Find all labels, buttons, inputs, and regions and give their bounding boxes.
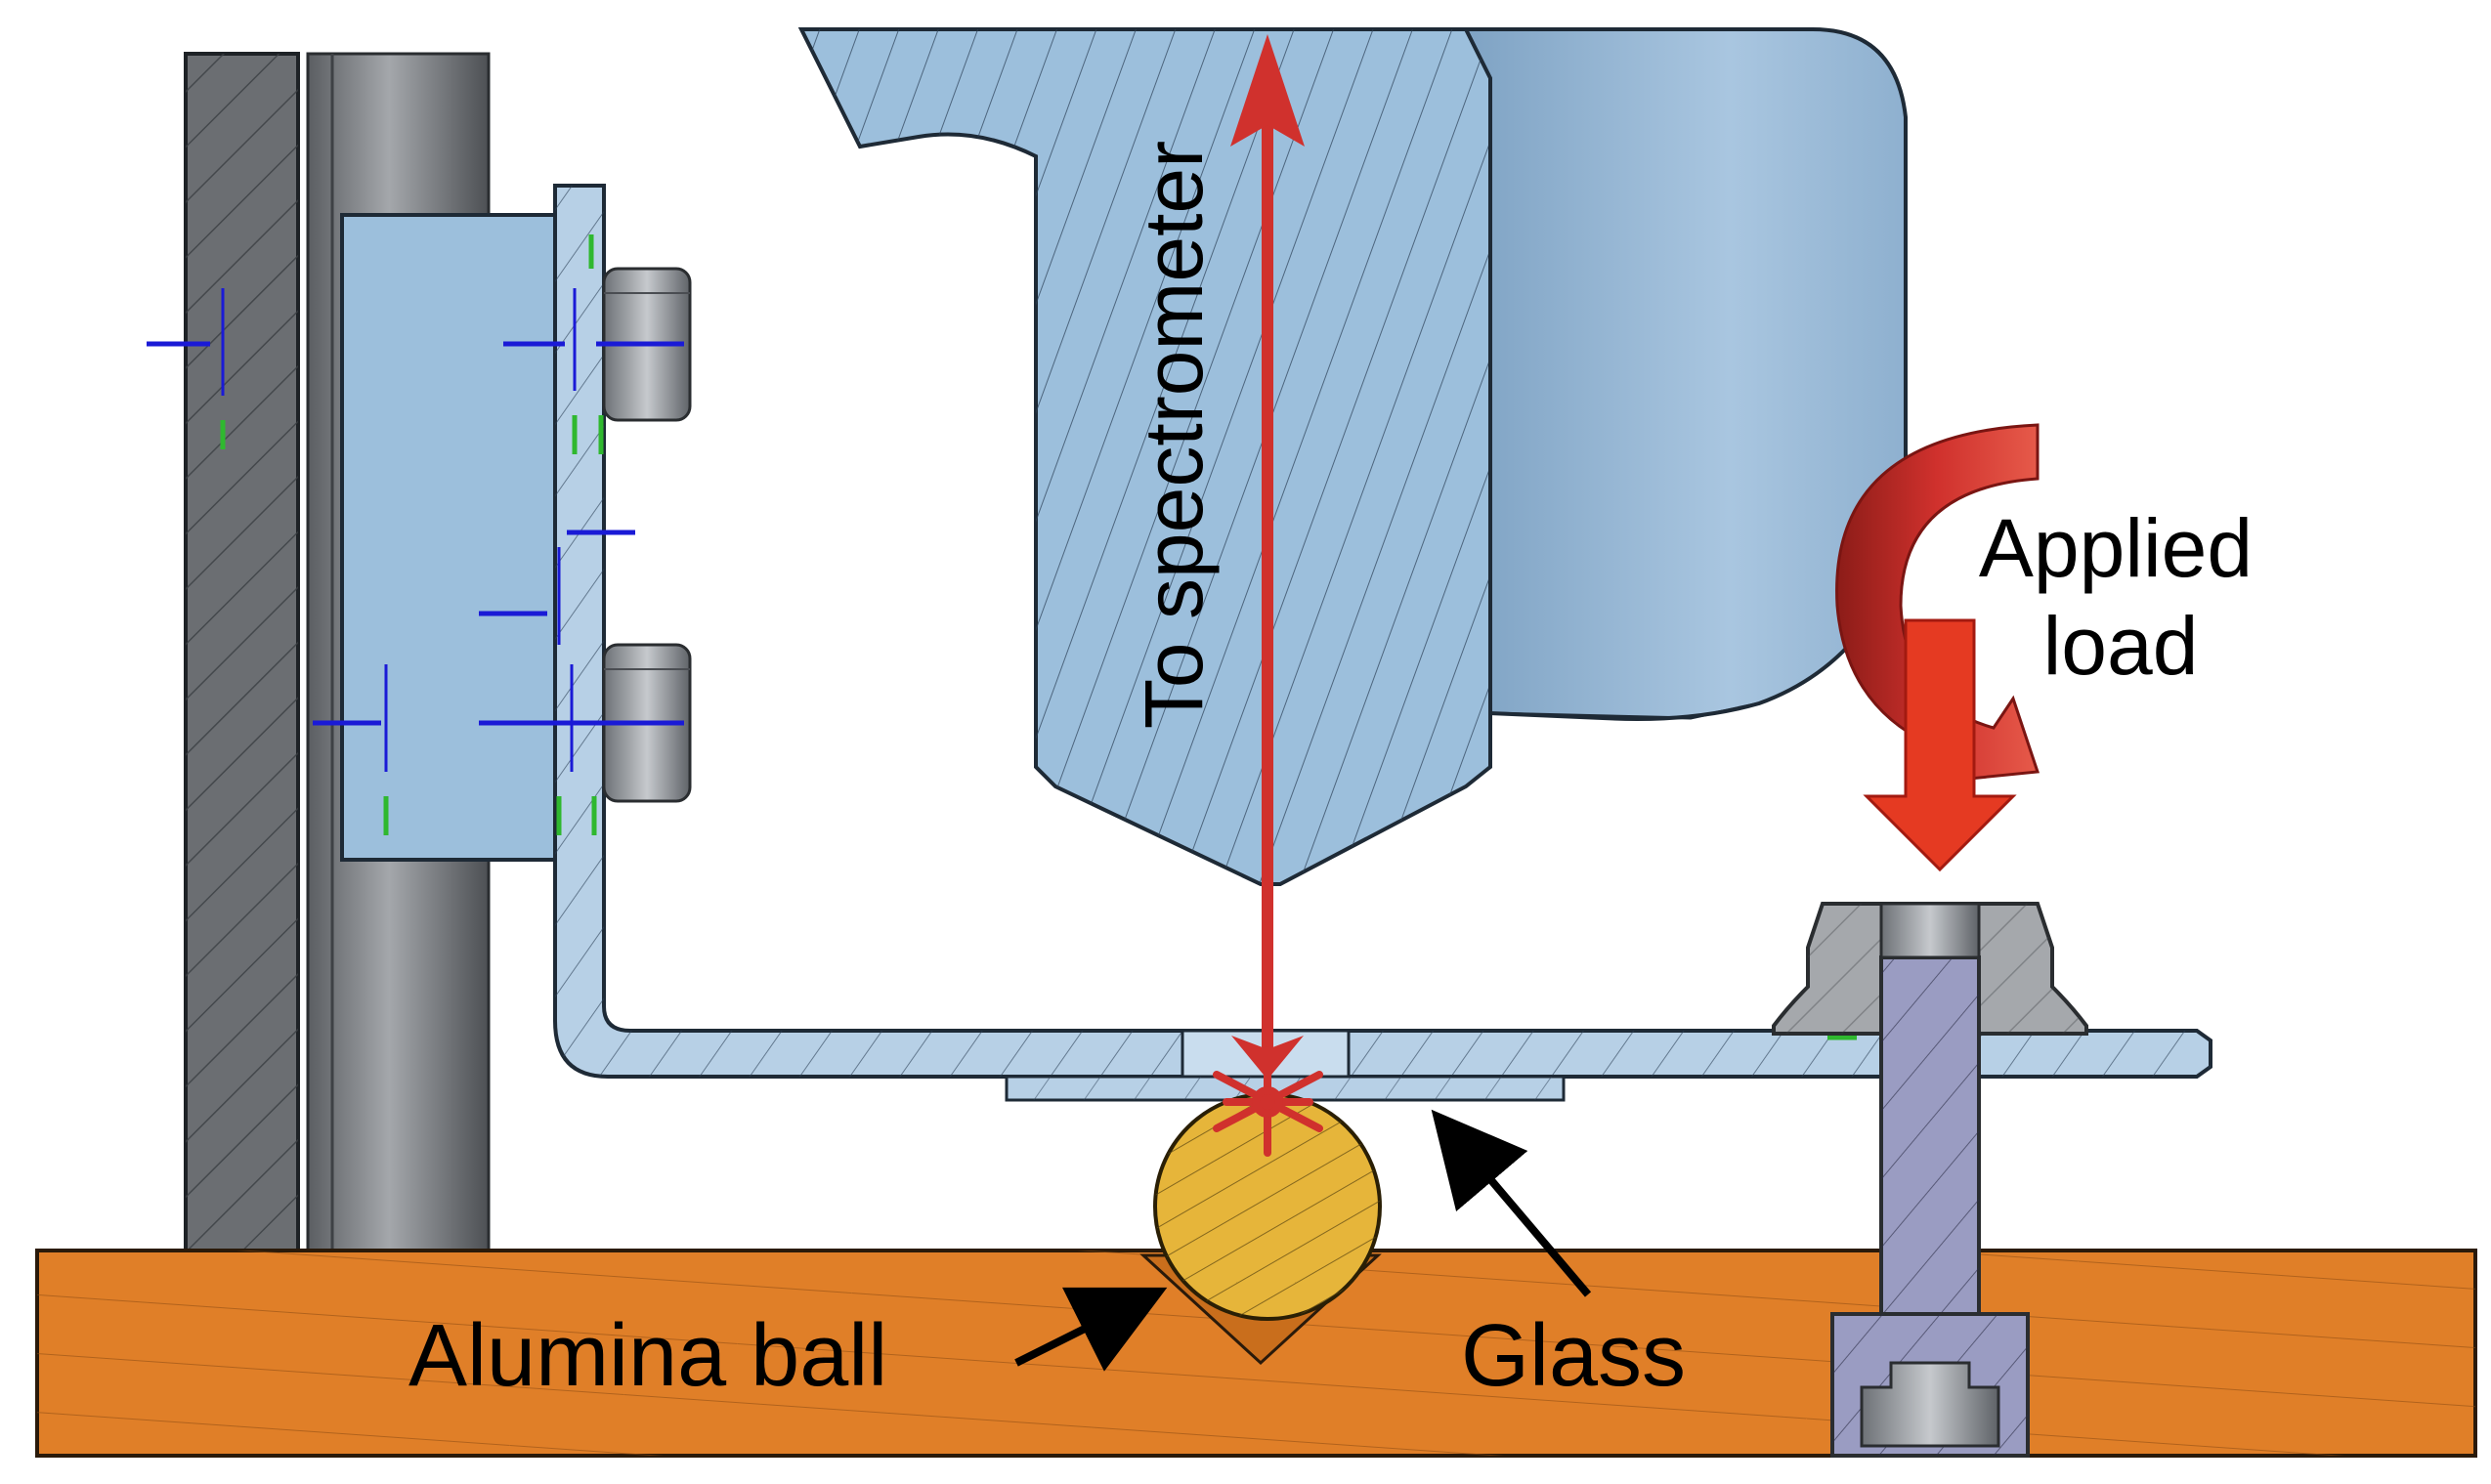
load-bolt [1772, 902, 2088, 1458]
glass-label: Glass [1461, 1307, 1686, 1405]
alumina-ball-label: Alumina ball [408, 1307, 887, 1405]
ball-pointer-arrow [1014, 1287, 1168, 1372]
support-plate [184, 52, 300, 1272]
glass-pointer-arrow [1431, 1109, 1592, 1297]
alumina-ball [1153, 1092, 1382, 1321]
applied-load-label-line2: load [2043, 600, 2199, 692]
centerlines [147, 234, 1938, 1387]
applied-load-label-line1: Applied [1979, 502, 2253, 594]
focal-point-icon [1213, 1046, 1323, 1157]
load-arrow-icon [1863, 618, 2017, 872]
probe-body [797, 27, 1492, 886]
clamp-block [340, 213, 569, 862]
to-spectrometer-label: To spectrometer [1128, 141, 1220, 729]
